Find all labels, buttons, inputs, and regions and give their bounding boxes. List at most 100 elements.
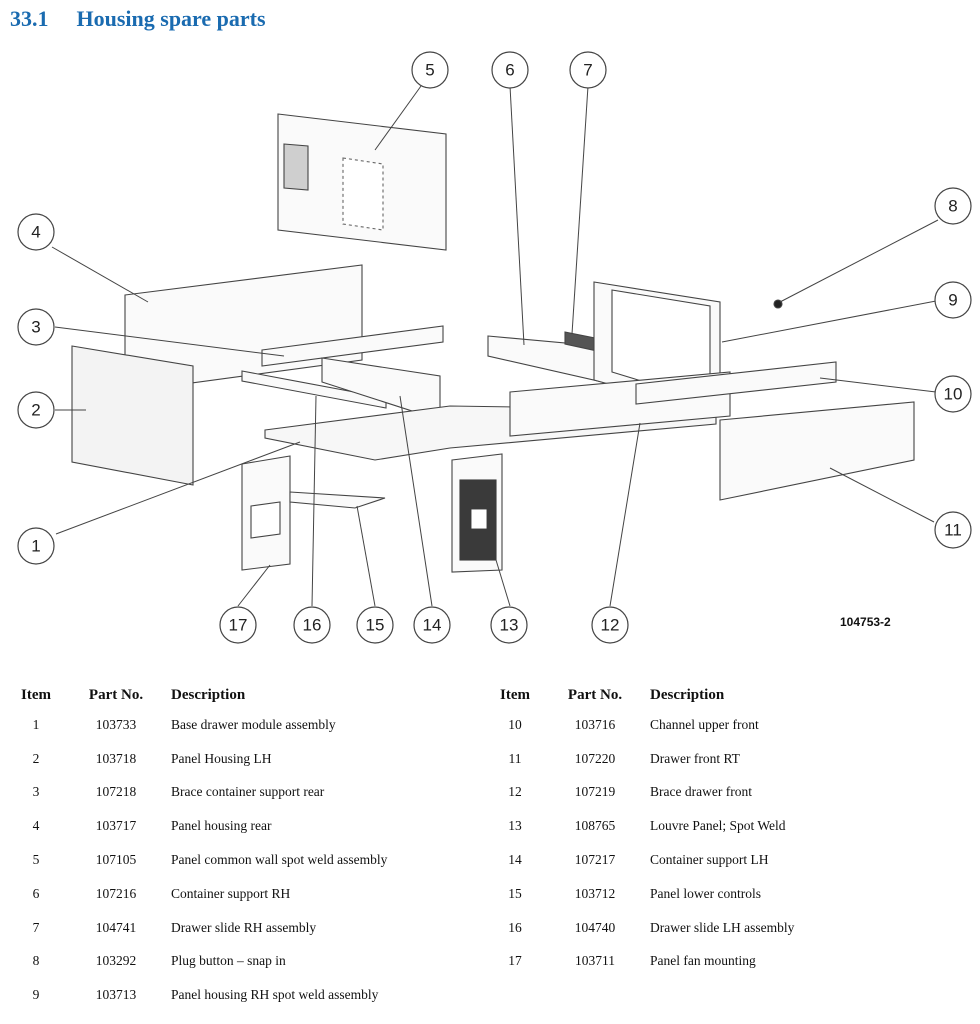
callout-12-label: 12 — [601, 616, 620, 635]
callout-16-label: 16 — [303, 616, 322, 635]
table-row: 10 103716 Channel upper front — [480, 708, 794, 742]
callout-4-label: 4 — [31, 223, 40, 242]
table-row: 1 103733 Base drawer module assembly — [1, 708, 387, 742]
item-number: 13 — [508, 818, 522, 834]
table-row: 7 104741 Drawer slide RH assembly — [1, 911, 387, 945]
callout-1-label: 1 — [31, 537, 40, 556]
part-number: 103716 — [574, 716, 616, 732]
item-number: 5 — [32, 852, 40, 868]
callout-2 — [17, 391, 55, 429]
header-part-no: Part No. — [88, 686, 144, 703]
part-number: 103717 — [95, 818, 137, 834]
part-description: Plug button – snap in — [171, 953, 286, 969]
part-description: Brace container support rear — [171, 784, 325, 800]
item-number: 3 — [32, 784, 40, 800]
callout-7 — [569, 51, 607, 89]
callout-15 — [356, 606, 394, 644]
item-number: 7 — [32, 919, 40, 935]
table-header: Item Part No. Description — [480, 682, 794, 708]
section-number: 33.1 — [10, 6, 49, 31]
part-description: Channel upper front — [650, 716, 759, 732]
item-number: 6 — [32, 885, 40, 901]
callout-11 — [934, 511, 972, 549]
header-part-no: Part No. — [567, 686, 623, 703]
callout-13 — [490, 606, 528, 644]
header-item: Item — [21, 686, 51, 703]
callout-10 — [934, 375, 972, 413]
table-row: 16 104740 Drawer slide LH assembly — [480, 911, 794, 945]
callout-7-label: 7 — [583, 61, 592, 80]
table-row: 13 108765 Louvre Panel; Spot Weld — [480, 809, 794, 843]
parts-drawing: 5 6 7 8 9 10 11 12 13 14 15 16 17 1 2 3 … — [17, 51, 972, 644]
callout-14-label: 14 — [423, 616, 442, 635]
part-number: 103711 — [575, 953, 615, 969]
callout-12 — [591, 606, 629, 644]
table-row: 4 103717 Panel housing rear — [1, 809, 387, 843]
callout-17-label: 17 — [229, 616, 248, 635]
item-number: 17 — [508, 953, 522, 969]
part-number: 107216 — [95, 885, 137, 901]
callout-4 — [17, 213, 55, 251]
table-row: 14 107217 Container support LH — [480, 843, 794, 877]
part-description: Drawer slide LH assembly — [650, 919, 795, 935]
part-number: 103712 — [574, 885, 616, 901]
part-number: 104741 — [95, 919, 137, 935]
part-description: Base drawer module assembly — [171, 716, 336, 732]
callout-3-label: 3 — [31, 318, 40, 337]
part-3-shape — [261, 325, 444, 367]
part-description: Brace drawer front — [650, 784, 752, 800]
part-description: Drawer front RT — [650, 750, 740, 766]
item-number: 1 — [32, 716, 40, 732]
part-description: Panel Housing LH — [171, 750, 272, 766]
callout-8-label: 8 — [948, 197, 957, 216]
item-number: 2 — [32, 750, 40, 766]
callout-5-label: 5 — [425, 61, 434, 80]
section-title: Housing spare parts — [76, 6, 266, 31]
part-description: Panel fan mounting — [650, 953, 756, 969]
header-description: Description — [650, 686, 725, 703]
item-number: 16 — [508, 919, 522, 935]
part-number: 107105 — [95, 852, 137, 868]
part-16-shape — [241, 370, 387, 409]
parts-table-left: Item Part No. Description 1 103733 Base dr… — [1, 682, 387, 1012]
part-description: Drawer slide RH assembly — [171, 919, 317, 935]
part-number: 107220 — [574, 750, 616, 766]
callout-10-label: 10 — [944, 385, 963, 404]
part-number: 103292 — [95, 953, 137, 969]
callout-9 — [934, 281, 972, 319]
part-description: Container support RH — [171, 885, 291, 901]
part-number: 107218 — [95, 784, 137, 800]
part-description: Container support LH — [650, 852, 769, 868]
part-number: 104740 — [574, 919, 616, 935]
table-row: 17 103711 Panel fan mounting — [480, 945, 794, 979]
table-header: Item Part No. Description — [1, 682, 387, 708]
item-number: 4 — [32, 818, 40, 834]
item-number: 12 — [508, 784, 522, 800]
item-number: 10 — [508, 716, 522, 732]
table-row: 6 107216 Container support RH — [1, 877, 387, 911]
callout-6 — [491, 51, 529, 89]
part-description: Panel housing RH spot weld assembly — [171, 987, 379, 1003]
callout-1 — [17, 527, 55, 565]
part-number: 107217 — [574, 852, 616, 868]
part-description: Louvre Panel; Spot Weld — [650, 818, 786, 834]
parts-table-right: Item Part No. Description 10 103716 Channe… — [480, 682, 794, 978]
table-row: 3 107218 Brace container support rear — [1, 776, 387, 810]
item-number: 14 — [508, 852, 522, 868]
part-number: 108765 — [574, 818, 616, 834]
part-number: 103733 — [95, 716, 137, 732]
item-number: 11 — [508, 750, 522, 766]
header-item: Item — [500, 686, 530, 703]
callout-13-label: 13 — [500, 616, 519, 635]
callout-16 — [293, 606, 331, 644]
part-description: Panel housing rear — [171, 818, 272, 834]
part-11-shape — [719, 401, 915, 501]
callout-14 — [413, 606, 451, 644]
part-number: 103713 — [95, 987, 137, 1003]
part-15-shape — [289, 491, 386, 509]
callout-9-label: 9 — [948, 291, 957, 310]
exploded-parts-diagram: 5 6 7 8 9 10 11 12 13 14 15 16 17 1 2 3 … — [0, 40, 980, 650]
